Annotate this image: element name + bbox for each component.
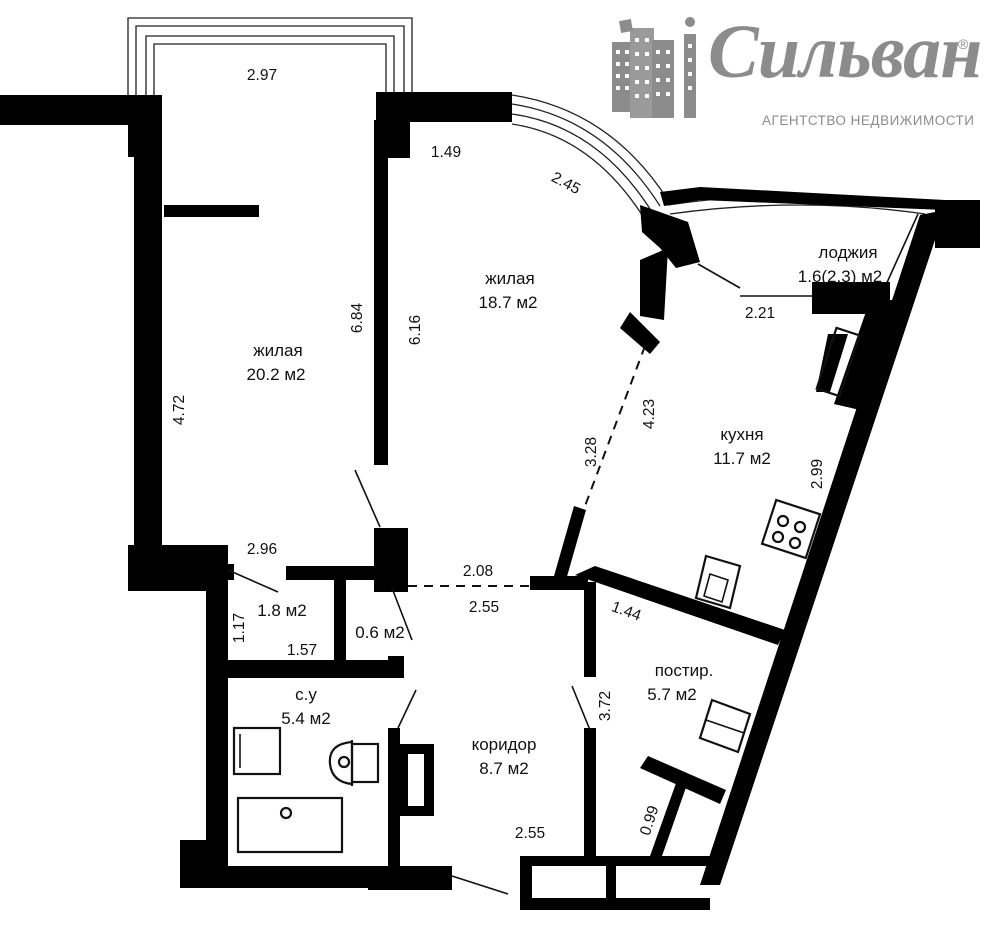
dim-1-57: 1.57	[287, 642, 317, 659]
walls	[0, 92, 980, 910]
zone-lines	[408, 345, 646, 587]
dim-1-44: 1.44	[609, 598, 644, 624]
sink-bathroom-icon	[232, 726, 282, 776]
dim-2-21: 2.21	[745, 305, 775, 322]
dim-2-96: 2.96	[247, 541, 277, 558]
living1-name: жилая	[253, 341, 302, 360]
registered-mark: ®	[958, 36, 969, 52]
dim-3-28: 3.28	[583, 437, 600, 467]
brand-tagline: АГЕНТСТВО НЕДВИЖИМОСТИ	[762, 113, 975, 128]
dim-6-84: 6.84	[349, 303, 366, 334]
laundry-area: 5.7 м2	[647, 685, 697, 704]
balcony-frame	[127, 17, 413, 95]
bathtub-icon	[236, 796, 344, 854]
dim-2-55-top: 2.55	[469, 599, 499, 616]
closet-small-area: 1.8 м2	[257, 601, 307, 620]
dim-3-72: 3.72	[597, 691, 614, 721]
dim-2-08: 2.08	[463, 563, 493, 580]
dim-2-55-bottom: 2.55	[515, 825, 545, 842]
brand-name: Сильван	[708, 10, 982, 94]
agency-logo-icon	[612, 17, 696, 118]
dim-1-17: 1.17	[231, 613, 248, 643]
corridor-area: 8.7 м2	[479, 759, 529, 778]
dim-2-45: 2.45	[548, 169, 583, 198]
closet-tiny-area: 0.6 м2	[355, 623, 405, 642]
door-swings	[227, 263, 812, 895]
dim-4-72: 4.72	[171, 395, 188, 425]
dim-6-16: 6.16	[407, 315, 424, 345]
loggia-name: лоджия	[818, 243, 877, 262]
dim-2-97: 2.97	[247, 67, 277, 84]
dim-2-99: 2.99	[809, 459, 826, 489]
bathroom-area: 5.4 м2	[281, 709, 331, 728]
laundry-name: постир.	[655, 661, 714, 680]
dim-1-49: 1.49	[431, 144, 461, 161]
loggia-area: 1.6(2.3) м2	[798, 267, 882, 286]
kitchen-name: кухня	[720, 425, 763, 444]
toilet-icon	[328, 740, 380, 786]
living2-area: 18.7 м2	[479, 293, 538, 312]
shelf-icon	[815, 326, 861, 398]
living1-area: 20.2 м2	[247, 365, 306, 384]
washer-icon	[698, 698, 752, 754]
stove-icon	[760, 498, 822, 560]
living2-name: жилая	[485, 269, 534, 288]
dim-4-23: 4.23	[641, 399, 658, 429]
curved-window	[511, 94, 669, 219]
kitchen-area: 11.7 м2	[713, 449, 771, 468]
sink-icon	[694, 554, 742, 610]
bathroom-name: с.у	[295, 685, 317, 704]
corridor-name: коридор	[472, 735, 537, 754]
room-labels: жилая 20.2 м2 жилая 18.7 м2 кухня 11.7 м…	[247, 243, 883, 778]
